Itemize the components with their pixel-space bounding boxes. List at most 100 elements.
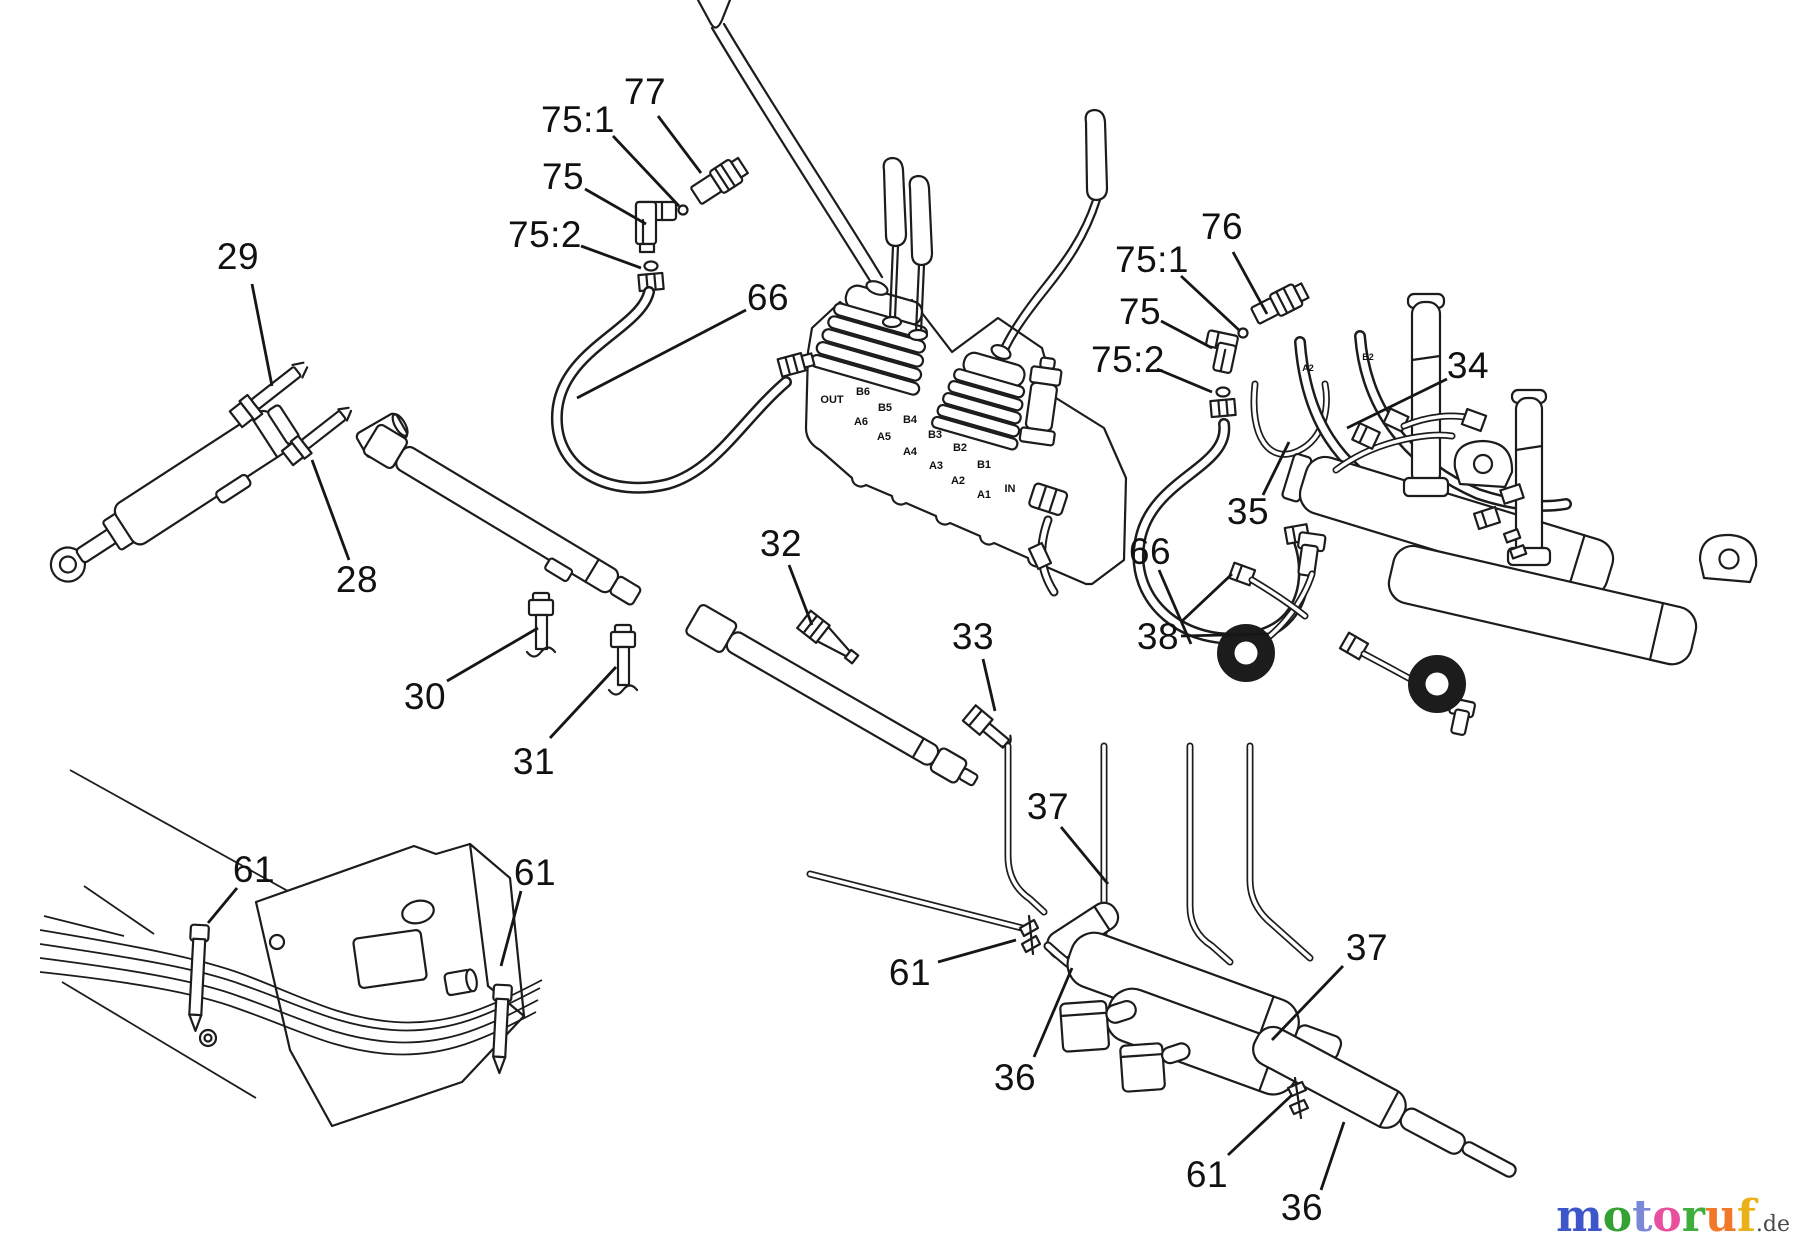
port-label-a3: A3 (928, 460, 944, 472)
callout-61: 61 (513, 852, 557, 893)
leader-line-75-2 (1156, 367, 1213, 394)
watermark-letter: u (1704, 1191, 1737, 1242)
callout-61: 61 (232, 849, 276, 890)
port-label-b2: B2 (952, 442, 968, 454)
bolt-31 (607, 623, 639, 696)
tube-32-33 (685, 604, 1012, 787)
callout-31: 31 (512, 741, 556, 782)
bushing-donut-1 (1217, 624, 1275, 682)
leader-line-29 (250, 283, 274, 387)
hose-bundle (39, 915, 543, 1056)
leader-line-61 (937, 938, 1017, 964)
leader-line-75-1 (1180, 274, 1241, 333)
watermark-letter: t (1632, 1191, 1653, 1242)
leader-line-37 (1059, 826, 1110, 885)
leader-line-75-1 (611, 135, 681, 207)
leader-line-38 (1180, 632, 1269, 638)
callout-36: 36 (993, 1057, 1037, 1098)
callout-75-2: 75:2 (1090, 339, 1166, 380)
bolt-33 (961, 704, 1012, 749)
callout-33: 33 (951, 616, 995, 657)
o-ring-75-1-left (677, 204, 689, 216)
leader-line-38 (1180, 572, 1233, 624)
callout-29: 29 (216, 236, 260, 277)
tilt-cylinder-lower (1387, 544, 1698, 666)
leader-line-32 (787, 564, 814, 626)
leader-line-37 (1270, 965, 1345, 1041)
leader-line-33 (981, 658, 997, 712)
bolt-30 (525, 591, 557, 658)
leader-line-75-2 (580, 244, 642, 270)
cylinder-tube (362, 423, 642, 606)
port-label-in: IN (1004, 483, 1016, 495)
leader-line-36 (1032, 967, 1074, 1058)
port-label-b1: B1 (976, 459, 992, 471)
callout-28: 28 (335, 559, 379, 600)
callout-36: 36 (1280, 1187, 1324, 1228)
leader-line-75 (584, 187, 647, 226)
callout-37: 37 (1345, 927, 1389, 968)
control-valve-assembly (550, 0, 1311, 645)
leader-line-61 (206, 887, 239, 924)
hose-66-left (550, 286, 792, 494)
port-label-out: OUT (820, 394, 844, 406)
callout-75: 75 (1118, 291, 1162, 332)
port-label-b5: B5 (877, 402, 893, 414)
callout-61: 61 (1185, 1154, 1229, 1195)
o-ring-75-2-left (643, 260, 659, 272)
o-ring-75-2-right (1215, 386, 1231, 398)
leader-line-28 (310, 459, 351, 561)
leader-line-76 (1231, 251, 1269, 315)
leader-line-36 (1319, 1121, 1346, 1191)
callout-37: 37 (1026, 786, 1070, 827)
leader-line-61 (499, 890, 523, 967)
fitting-32 (796, 609, 860, 665)
leader-line-34 (1346, 377, 1448, 430)
leader-line-66 (1157, 569, 1193, 645)
tie-clip-61 (1018, 914, 1042, 956)
cylinder-36 (1252, 1025, 1517, 1178)
port-label-a1: A1 (976, 489, 992, 501)
tilt-cylinder-assembly (1217, 292, 1758, 736)
callout-76: 76 (1200, 206, 1244, 247)
leader-line-61 (1227, 1093, 1293, 1157)
port-label-a4: A4 (902, 446, 918, 458)
callout-75-1: 75:1 (1114, 239, 1190, 280)
bolt-28 (280, 406, 353, 467)
cable-tie-right (492, 983, 513, 1075)
callout-38: 38 (1136, 616, 1180, 657)
port-label-b4: B4 (902, 414, 918, 426)
leader-line-31 (548, 666, 618, 739)
valve-fin-stack-right (931, 351, 1026, 451)
cable-tie-left (188, 923, 210, 1033)
hose-clamp-frame (39, 769, 543, 1128)
control-levers (696, 0, 1109, 360)
bushing-donut-2 (1408, 655, 1466, 713)
mount-block-2 (1119, 1042, 1166, 1093)
out-port-fitting (776, 351, 816, 378)
callout-75: 75 (541, 156, 585, 197)
callout-30: 30 (403, 676, 447, 717)
watermark-letter: r (1681, 1191, 1705, 1242)
coupler-77 (690, 156, 749, 205)
leader-line-66 (576, 308, 747, 400)
watermark-letter: o (1652, 1191, 1682, 1242)
callout-34: 34 (1446, 345, 1490, 386)
port-label-b6: B6 (855, 386, 871, 398)
leader-line-75 (1160, 319, 1213, 350)
hose-tag-a2: A2 (1302, 363, 1314, 373)
leader-line-77 (656, 115, 703, 174)
watermark-letter: f (1736, 1191, 1756, 1242)
port-label-b3: B3 (927, 429, 943, 441)
relief-valve-cartridge (1018, 356, 1063, 447)
mount-block-1 (1059, 1000, 1110, 1053)
lower-cylinder-assembly (806, 742, 1517, 1178)
tie-clip-61-lower (1286, 1076, 1310, 1120)
callout-66: 66 (746, 277, 790, 318)
watermark-letter: o (1602, 1191, 1633, 1242)
callout-75-1: 75:1 (540, 99, 616, 140)
callout-35: 35 (1226, 491, 1270, 532)
